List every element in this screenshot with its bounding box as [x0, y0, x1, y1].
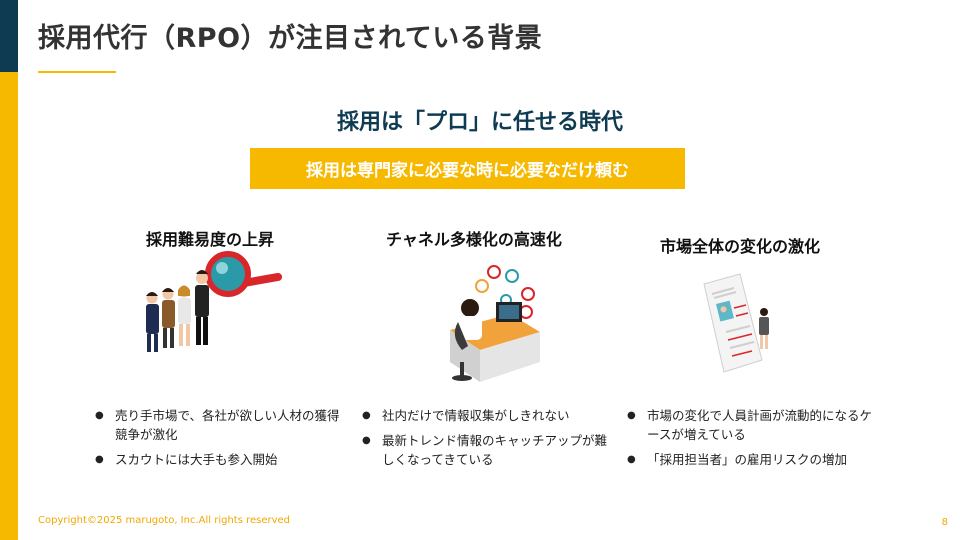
list-item: 市場の変化で人員計画が流動的になるケースが増えている — [627, 406, 872, 444]
main-heading: 採用は「プロ」に任せる時代 — [336, 110, 623, 135]
sidebar-accent-gold — [0, 72, 18, 540]
bullet-list-market: 市場の変化で人員計画が流動的になるケースが増えている 「採用担当者」の雇用リスク… — [627, 406, 872, 475]
bullet-list-channels: 社内だけで情報収集がしきれない 最新トレンド情報のキャッチアップが難しくなってき… — [362, 406, 612, 475]
page-number: 8 — [941, 517, 948, 528]
list-item: 社内だけで情報収集がしきれない — [362, 406, 612, 425]
sidebar-accent-dark — [0, 0, 18, 72]
footer-copyright: Copyright©2025 marugoto, Inc.All rights … — [38, 515, 291, 526]
key-message-banner: 採用は専門家に必要な時に必要なだけ頼む — [250, 148, 685, 189]
recruiting-magnifier-icon — [146, 251, 283, 352]
bullet-list-difficulty: 売り手市場で、各社が欲しい人材の獲得競争が激化 スカウトには大手も参入開始 — [95, 406, 345, 475]
column-title-market: 市場全体の変化の激化 — [660, 237, 821, 256]
list-item: 売り手市場で、各社が欲しい人材の獲得競争が激化 — [95, 406, 345, 444]
list-item: スカウトには大手も参入開始 — [95, 450, 345, 469]
page-title: 採用代行（RPO）が注目されている背景 — [38, 23, 543, 54]
list-item: 「採用担当者」の雇用リスクの増加 — [627, 450, 872, 469]
column-title-difficulty: 採用難易度の上昇 — [146, 230, 275, 249]
desk-workstation-icon — [450, 265, 540, 382]
column-title-channels: チャネル多様化の高速化 — [386, 230, 562, 249]
list-item: 最新トレンド情報のキャッチアップが難しくなってきている — [362, 431, 612, 469]
resume-document-icon — [703, 273, 769, 373]
title-underline — [38, 71, 116, 73]
